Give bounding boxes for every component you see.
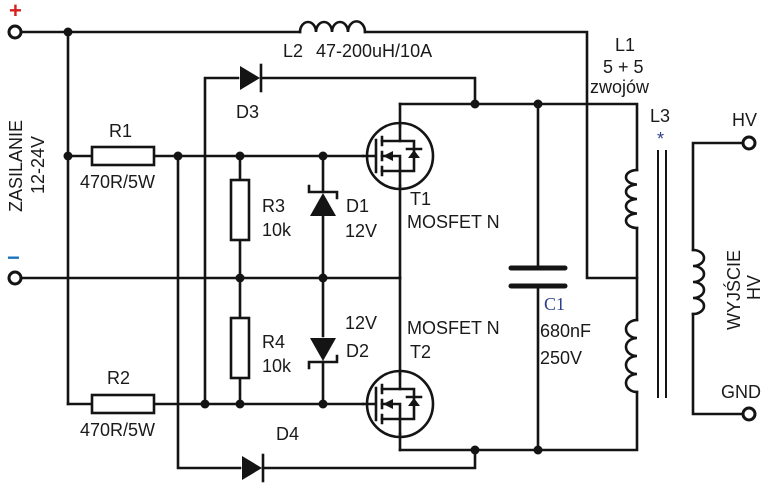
c1-voltage: 250V <box>540 348 582 368</box>
t1-type: MOSFET N <box>407 212 500 232</box>
inductor-l2 <box>298 20 367 34</box>
hv-label: HV <box>732 110 757 130</box>
d3-label: D3 <box>236 102 259 122</box>
c1-label: C1 <box>544 294 565 314</box>
d1-label: D1 <box>346 196 369 216</box>
hv-terminal <box>741 135 757 151</box>
l3-dot-marker: * <box>657 129 664 149</box>
junctions <box>63 27 543 455</box>
r1-value: 470R/5W <box>80 172 155 192</box>
gnd-label: GND <box>721 382 761 402</box>
plus-terminal <box>7 24 23 40</box>
gnd-terminal <box>741 406 757 422</box>
mosfet-t1 <box>361 121 435 191</box>
t2-label: T2 <box>410 342 431 362</box>
r3-value: 10k <box>262 220 292 240</box>
l1-turns: 5 + 5 <box>603 57 644 77</box>
capacitor-c1 <box>508 265 568 289</box>
zener-d1 <box>307 184 339 216</box>
l2-label: L2 <box>283 41 303 61</box>
r4-label: R4 <box>262 332 285 352</box>
t1-label: T1 <box>410 189 431 209</box>
l1-label: L1 <box>615 35 635 55</box>
minus-terminal <box>7 270 23 286</box>
c1-value: 680nF <box>540 321 591 341</box>
l3-label: L3 <box>650 106 670 126</box>
inductor-l1-lower <box>624 318 639 394</box>
d2-value: 12V <box>345 313 377 333</box>
diode-d3 <box>240 63 263 93</box>
resistor-r4 <box>229 316 251 380</box>
r2-value: 470R/5W <box>80 420 155 440</box>
l1-unit: zwojów <box>590 77 650 97</box>
transformer-core <box>657 150 667 398</box>
minus-sign: − <box>7 245 20 270</box>
d2-label: D2 <box>346 341 369 361</box>
diode-d4 <box>242 453 265 483</box>
t2-type: MOSFET N <box>407 318 500 338</box>
r1-label: R1 <box>109 121 132 141</box>
r2-label: R2 <box>107 368 130 388</box>
output-label: WYJŚCIE <box>723 250 744 330</box>
resistor-r1 <box>90 145 156 167</box>
r4-value: 10k <box>262 356 292 376</box>
r3-label: R3 <box>262 196 285 216</box>
d4-label: D4 <box>276 424 299 444</box>
inductor-l3 <box>691 248 706 316</box>
plus-sign: + <box>9 0 22 23</box>
l2-value: 47-200uH/10A <box>316 41 432 61</box>
resistor-r2 <box>90 393 156 415</box>
d1-value: 12V <box>345 221 377 241</box>
mosfet-t2 <box>361 369 435 439</box>
inductor-l1-upper <box>624 168 639 230</box>
supply-voltage-label: 12-24V <box>28 136 48 194</box>
supply-label: ZASILANIE <box>6 120 26 212</box>
resistor-r3 <box>229 178 251 242</box>
output-sub-label: HV <box>744 275 764 300</box>
zener-d2 <box>307 338 339 370</box>
